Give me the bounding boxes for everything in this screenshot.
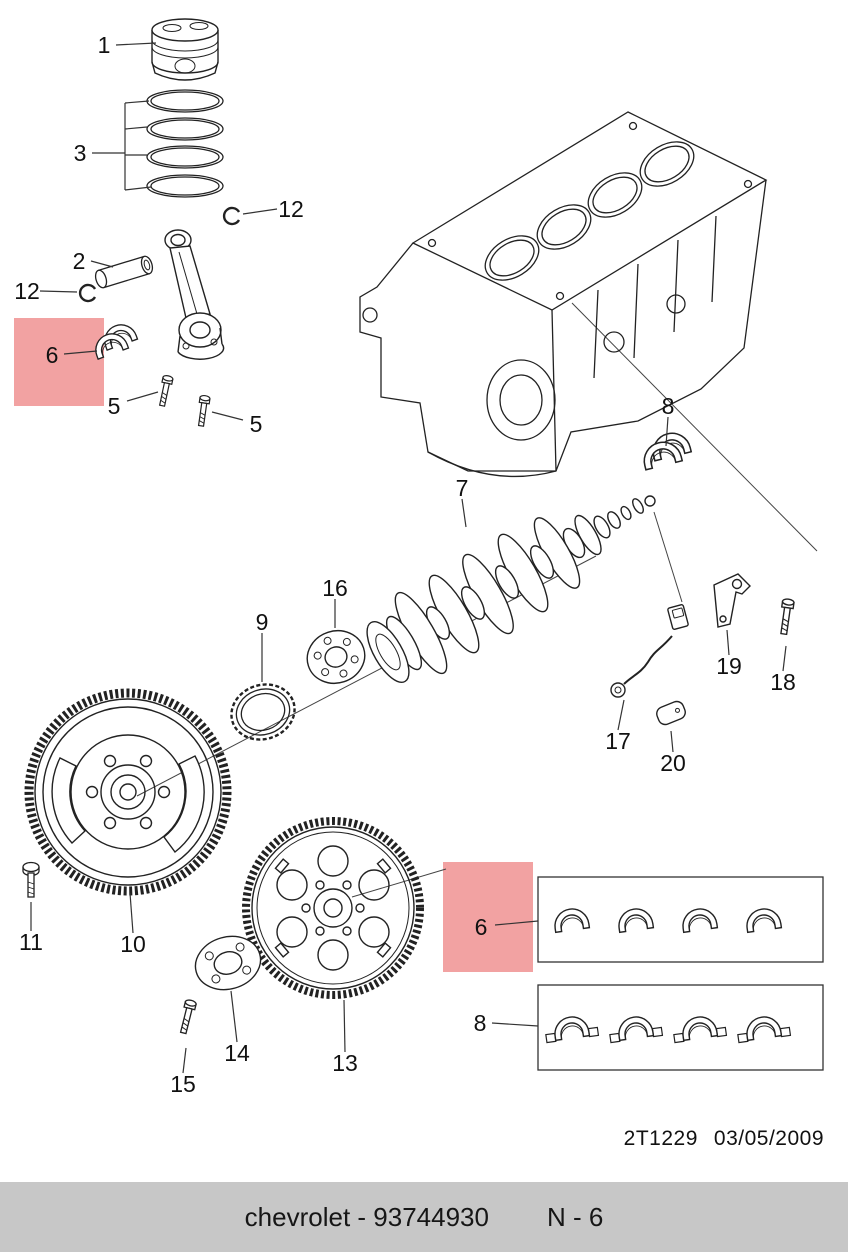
sensor-bracket [713, 573, 751, 628]
callout-piston-ring-set: 3 [74, 140, 87, 166]
callout-main-bearing-upper: 8 [662, 393, 675, 419]
piston-pin [94, 255, 154, 289]
drawing-code: 2T1229 [623, 1127, 698, 1150]
callout-spacer-plate: 14 [224, 1040, 250, 1066]
rod-bolt-left [156, 374, 174, 408]
flywheel-bolt [22, 861, 40, 898]
drawing-date: 03/05/2009 [713, 1127, 824, 1150]
highlight-box-main-bearing-set [443, 862, 533, 972]
main-bearing-upper [639, 428, 692, 471]
callout-rod-bolt-right: 5 [250, 411, 263, 437]
piston-ring-set [146, 89, 224, 198]
bracket-bolt [777, 597, 796, 636]
footer-page-ref: N - 6 [546, 1201, 604, 1232]
cover-plate [656, 700, 686, 726]
callout-flywheel: 10 [120, 931, 146, 957]
crankshaft-position-sensor [610, 604, 689, 698]
callout-snap-ring-lower: 12 [14, 278, 40, 304]
callout-piston-pin: 2 [73, 248, 86, 274]
flex-plate-bolt [177, 998, 198, 1035]
leader-lines [30, 42, 787, 1074]
callout-crankshaft: 7 [456, 475, 469, 501]
engine-block [359, 111, 768, 478]
rod-bolt-right [195, 394, 211, 428]
callout-rod-bolt-left: 5 [108, 393, 121, 419]
exploded-parts-diagram: 1 3 12 2 12 6 5 5 8 7 16 9 19 18 17 20 1… [14, 18, 824, 1097]
main-bearing-set [537, 876, 824, 963]
crankshaft-gear-ring [230, 683, 296, 741]
callout-thrust-bearing-set: 8 [474, 1010, 487, 1036]
callout-flywheel-bolt: 11 [19, 929, 43, 955]
callout-sensor-bracket: 19 [716, 653, 742, 679]
callout-labels: 1 3 12 2 12 6 5 5 8 7 16 9 19 18 17 20 1… [14, 32, 796, 1097]
flywheel [24, 688, 232, 896]
highlight-box-rod-bearing [14, 318, 104, 406]
callout-bracket-bolt: 18 [770, 669, 796, 695]
thrust-bearing-set [537, 984, 824, 1071]
crankshaft [366, 495, 656, 683]
snap-ring-upper [222, 206, 241, 226]
callout-gear-ring: 9 [256, 609, 269, 635]
footer-bar: chevrolet - 93744930 N - 6 [0, 1182, 848, 1252]
piston [151, 18, 219, 81]
callout-piston: 1 [98, 32, 111, 58]
snap-ring-lower [78, 283, 97, 303]
callout-flex-plate-bolt: 15 [170, 1071, 196, 1097]
doc-code: 2T1229 03/05/2009 [624, 1127, 824, 1151]
callout-position-sensor: 17 [605, 728, 631, 754]
callout-flex-plate: 13 [332, 1050, 358, 1076]
flex-plate [242, 817, 424, 999]
spacer-plate [194, 935, 262, 991]
callout-main-bearing-set: 6 [475, 914, 488, 940]
callout-rod-bearing: 6 [46, 342, 59, 368]
connecting-rod [164, 229, 225, 360]
footer-part-number-text: chevrolet - 93744930 [244, 1201, 489, 1232]
callout-cover-plate: 20 [660, 750, 686, 776]
callout-crankshaft-plate: 16 [322, 575, 348, 601]
crankshaft-plate [306, 629, 366, 685]
callout-snap-ring-upper: 12 [278, 196, 304, 222]
